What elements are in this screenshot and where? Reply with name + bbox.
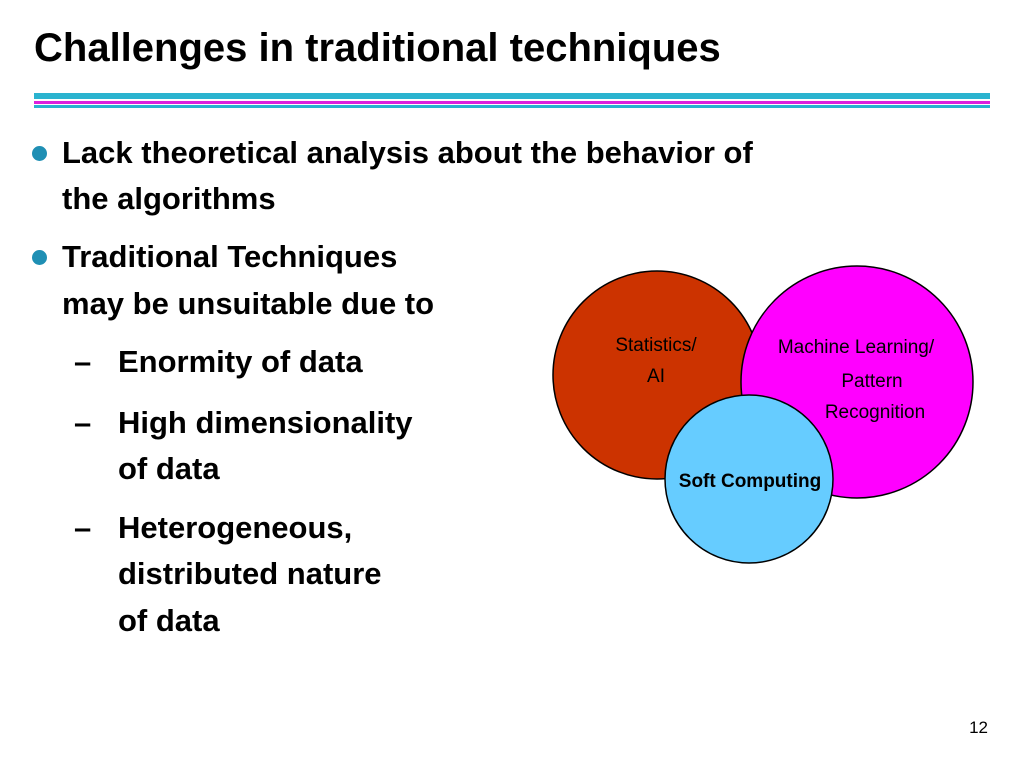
- statistics-label-line-2: AI: [647, 366, 665, 387]
- sub-bullet-dash-icon: –: [74, 510, 92, 545]
- sub-bullet-1-line-1: Enormity of data: [118, 344, 363, 379]
- machine-learning-label-line-1: Machine Learning/: [778, 337, 935, 358]
- sub-bullet-dash-icon: –: [74, 405, 92, 440]
- page-number: 12: [969, 718, 988, 737]
- slide-title: Challenges in traditional techniques: [34, 26, 721, 70]
- bullet-dot-icon: [32, 250, 47, 265]
- bullet-2-line-1: Traditional Techniques: [62, 239, 398, 274]
- venn-diagram: Statistics/ AI Machine Learning/ Pattern…: [552, 265, 974, 564]
- bullet-1-line-2: the algorithms: [62, 181, 276, 216]
- title-rule-middle: [34, 101, 990, 104]
- bullet-1-line-1: Lack theoretical analysis about the beha…: [62, 135, 753, 170]
- sub-bullet-3-line-1: Heterogeneous,: [118, 510, 353, 545]
- soft-computing-circle: [664, 394, 834, 564]
- bullet-2-line-2: may be unsuitable due to: [62, 286, 435, 321]
- sub-bullet-dash-icon: –: [74, 344, 92, 379]
- title-rule-bottom: [34, 105, 990, 108]
- sub-bullet-2-line-1: High dimensionality: [118, 405, 413, 440]
- sub-bullet-2-line-2: of data: [118, 451, 220, 486]
- bullet-dot-icon: [32, 146, 47, 161]
- machine-learning-label-line-2: Pattern: [841, 371, 902, 392]
- machine-learning-label-line-3: Recognition: [825, 402, 925, 423]
- title-rule-top: [34, 93, 990, 99]
- sub-bullet-3-line-2: distributed nature: [118, 556, 382, 591]
- statistics-label-line-1: Statistics/: [615, 335, 697, 356]
- sub-bullet-3-line-3: of data: [118, 603, 220, 638]
- soft-computing-label: Soft Computing: [679, 471, 821, 492]
